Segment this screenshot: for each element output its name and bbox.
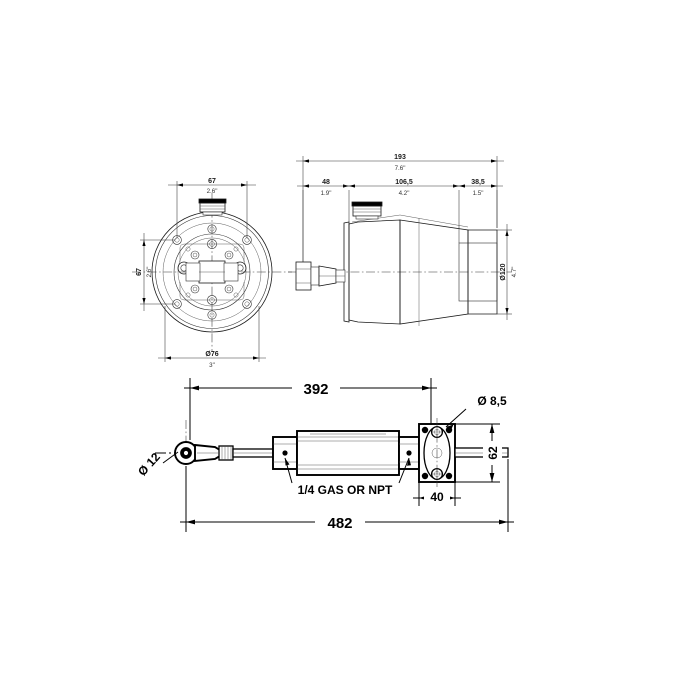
side-view-sub-dimensions: 48 1.9" 106,5 4.2" 38,5 1.5" bbox=[297, 179, 503, 262]
front-bottom-dim-mm: Ø76 bbox=[205, 351, 218, 358]
mount-width-label: 40 bbox=[430, 490, 444, 504]
rod-eye-end bbox=[174, 441, 234, 465]
flange-pin-holes bbox=[185, 246, 239, 298]
front-view-top-dimension: 67 2.6" bbox=[168, 178, 256, 238]
overall-dim-label: 482 bbox=[327, 515, 352, 532]
piston-rod bbox=[232, 448, 274, 458]
front-top-dim-in: 2.6" bbox=[207, 188, 218, 195]
pin-bore-label: Ø 12 bbox=[135, 450, 163, 479]
front-top-dim-mm: 67 bbox=[208, 178, 216, 185]
side-total-dim-in: 7.6" bbox=[395, 165, 406, 172]
front-bottom-dim-in: 3" bbox=[209, 362, 215, 369]
body-top-taper-line-2 bbox=[399, 214, 469, 228]
side-dim-a-in: 1.9" bbox=[321, 190, 332, 197]
flange-inner-edge-circle bbox=[155, 215, 269, 329]
pin-bore-callout: Ø 12 bbox=[135, 450, 179, 479]
pump-cover-bolts bbox=[190, 250, 234, 294]
pump-front-view: 67 2.6" 67 2.6" Ø76 3" bbox=[132, 178, 292, 369]
pump-body-circle bbox=[173, 233, 251, 311]
side-fill-cap bbox=[351, 201, 383, 220]
port-note-callout: 1/4 GAS OR NPT bbox=[284, 457, 411, 497]
mount-height-dimension: 62 bbox=[455, 423, 502, 483]
mount-hole-label: Ø 8,5 bbox=[477, 394, 507, 408]
side-diameter-dim-mm: Ø120 bbox=[500, 263, 507, 280]
stroke-dim-label: 392 bbox=[303, 381, 328, 398]
side-dim-b-mm: 106,5 bbox=[395, 179, 413, 186]
bolt-circle bbox=[162, 222, 262, 322]
cylinder-overall-dimension: 482 bbox=[180, 459, 514, 533]
cylinder-assembly-view: 392 Ø 8,5 62 Ø 12 1/4 bbox=[135, 378, 514, 533]
mount-height-label: 62 bbox=[486, 446, 500, 460]
side-dim-b-in: 4.2" bbox=[399, 190, 410, 197]
front-view-bottom-dimension: Ø76 3" bbox=[158, 306, 266, 369]
pump-body-inner-circle bbox=[177, 237, 247, 307]
mount-width-dimension: 40 bbox=[413, 482, 461, 507]
coupling-lower-outline bbox=[179, 282, 245, 301]
side-dim-a-mm: 48 bbox=[322, 179, 330, 186]
mount-hole-callout: Ø 8,5 bbox=[445, 394, 507, 429]
cylinder-front-head bbox=[272, 436, 298, 470]
mounting-flange-plate bbox=[343, 221, 350, 323]
mounting-bracket bbox=[418, 418, 456, 490]
cylinder-barrel bbox=[296, 430, 400, 476]
outlet-fitting bbox=[295, 261, 346, 291]
front-left-dim-in: 2.6" bbox=[146, 267, 153, 278]
side-diameter-dim-in: 4.7" bbox=[511, 267, 518, 278]
coupling-upper-outline bbox=[179, 243, 245, 262]
side-dim-c-in: 1.5" bbox=[473, 190, 484, 197]
cylinder-rear-head bbox=[398, 436, 420, 470]
cylinder-stroke-dimension: 392 bbox=[184, 378, 437, 440]
motor-rear-detail bbox=[458, 242, 498, 302]
front-left-dim-mm: 67 bbox=[136, 268, 143, 276]
side-total-dim-mm: 193 bbox=[394, 154, 406, 161]
port-note-label: 1/4 GAS OR NPT bbox=[298, 483, 393, 497]
fill-cap bbox=[198, 198, 227, 216]
central-coupling bbox=[185, 260, 239, 284]
pump-side-view: 193 7.6" 48 1.9" 106,5 4.2" 38,5 1.5" bbox=[288, 154, 518, 326]
front-view-left-dimension: 67 2.6" bbox=[136, 233, 175, 311]
side-view-diameter-dimension: Ø120 4.7" bbox=[497, 224, 518, 320]
side-dim-c-mm: 38,5 bbox=[471, 179, 485, 186]
